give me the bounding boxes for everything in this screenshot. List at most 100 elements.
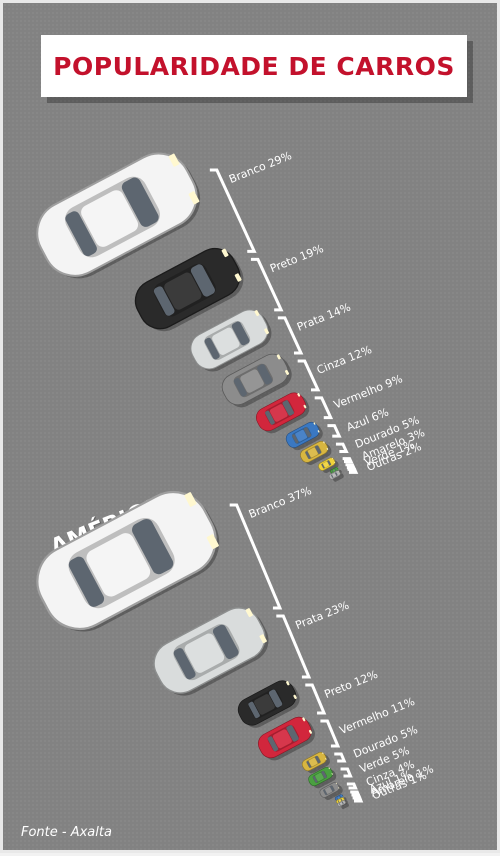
car-headlight bbox=[337, 469, 339, 470]
bar-label-0-prata: Prata 14% bbox=[295, 301, 352, 334]
page-title: POPULARIDADE DE CARROS bbox=[53, 51, 455, 81]
car-headlight bbox=[328, 767, 330, 770]
car-roof bbox=[338, 799, 342, 803]
car-roof bbox=[184, 633, 225, 673]
car-headlight bbox=[338, 470, 339, 472]
car-windshield bbox=[286, 725, 299, 742]
car-roof bbox=[254, 694, 275, 715]
car-rear-window bbox=[233, 378, 247, 397]
bracket-0-azul bbox=[327, 424, 342, 438]
bracket-1-prata bbox=[276, 614, 312, 679]
car-headlight bbox=[254, 310, 260, 317]
car-roof bbox=[308, 757, 318, 767]
car-headlight bbox=[331, 773, 333, 775]
car-headlight bbox=[264, 328, 270, 335]
car-headlight bbox=[334, 461, 336, 463]
car-headlight bbox=[317, 430, 320, 433]
car-headlight bbox=[184, 492, 197, 507]
car-windshield bbox=[282, 400, 294, 416]
car-1-outras bbox=[337, 800, 350, 810]
title-box: POPULARIDADE DE CARROS bbox=[41, 35, 467, 97]
car-1-prata bbox=[153, 607, 269, 696]
bracket-1-vermelho bbox=[320, 719, 341, 748]
car-0-amarelo bbox=[318, 457, 339, 474]
car-0-preto bbox=[134, 247, 244, 332]
car-headlight bbox=[342, 797, 344, 799]
bracket-1-outras bbox=[352, 796, 364, 803]
bracket-0-outras bbox=[347, 467, 359, 474]
car-windshield bbox=[341, 801, 344, 805]
car-headlight bbox=[325, 758, 327, 760]
car-windshield bbox=[121, 177, 159, 227]
car-0-prata bbox=[190, 309, 272, 372]
car-headlight bbox=[332, 457, 334, 460]
car-rear-window bbox=[331, 470, 334, 473]
car-roof bbox=[325, 787, 333, 794]
bracket-0-verde bbox=[345, 463, 357, 470]
car-roof bbox=[164, 272, 202, 310]
car-1-vermelho bbox=[257, 716, 315, 761]
car-headlight bbox=[338, 787, 340, 789]
car-headlight bbox=[342, 796, 343, 797]
car-roof bbox=[332, 473, 337, 478]
car-rear-window bbox=[306, 760, 312, 768]
car-0-azul bbox=[285, 421, 323, 451]
car-rear-window bbox=[248, 701, 260, 719]
car-roof bbox=[212, 327, 240, 355]
car-rear-window bbox=[339, 803, 341, 806]
car-headlight bbox=[234, 273, 242, 282]
car-rear-window bbox=[65, 211, 97, 257]
car-headlight bbox=[303, 404, 307, 409]
bar-label-0-vermelho: Vermelho 9% bbox=[332, 372, 405, 411]
car-rear-window bbox=[323, 789, 328, 796]
car-windshield bbox=[268, 689, 283, 708]
bracket-0-dourado bbox=[335, 442, 349, 454]
car-rear-window bbox=[267, 736, 279, 752]
bracket-1-dourado bbox=[334, 752, 347, 763]
bracket-0-vermelho bbox=[314, 396, 334, 420]
car-windshield bbox=[314, 445, 322, 454]
car-0-vermelho bbox=[256, 392, 310, 434]
car-windshield bbox=[321, 770, 327, 779]
car-rear-window bbox=[312, 775, 318, 783]
car-headlight bbox=[284, 369, 290, 375]
car-headlight bbox=[335, 782, 337, 785]
car-roof bbox=[240, 369, 264, 393]
car-rear-window bbox=[68, 556, 105, 607]
source-note: Fonte - Axalta bbox=[21, 825, 112, 840]
car-headlight bbox=[188, 191, 200, 205]
car-roof bbox=[323, 461, 329, 468]
car-windshield bbox=[212, 624, 239, 660]
car-1-verde bbox=[308, 766, 337, 789]
car-windshield bbox=[327, 460, 332, 466]
car-headlight bbox=[297, 393, 301, 397]
car-headlight bbox=[323, 441, 325, 444]
car-windshield bbox=[334, 472, 338, 476]
car-rear-window bbox=[331, 474, 334, 478]
car-windshield bbox=[330, 785, 335, 792]
car-headlight bbox=[259, 634, 267, 644]
car-windshield bbox=[334, 468, 337, 471]
bar-label-1-preto: Preto 12% bbox=[323, 668, 380, 701]
car-roof bbox=[307, 447, 318, 458]
bracket-0-amarelo bbox=[342, 457, 354, 464]
car-popularity-chart: Branco 29%Preto 19%Prata 14%Cinza 12%Ver… bbox=[36, 149, 436, 810]
car-rear-window bbox=[305, 451, 311, 459]
car-windshield bbox=[132, 518, 174, 575]
car-headlight bbox=[302, 717, 306, 722]
bracket-1-verde bbox=[340, 767, 353, 778]
car-windshield bbox=[340, 798, 343, 802]
car-headlight bbox=[276, 354, 281, 360]
car-headlight bbox=[326, 447, 329, 450]
car-0-branco bbox=[36, 152, 201, 279]
bar-label-1-prata: Prata 23% bbox=[294, 599, 351, 632]
car-roof bbox=[295, 429, 308, 442]
bracket-1-cinza bbox=[346, 782, 358, 790]
car-rear-window bbox=[291, 434, 299, 444]
car-windshield bbox=[190, 264, 215, 297]
bracket-0-branco bbox=[209, 168, 257, 253]
car-headlight bbox=[336, 467, 338, 468]
car-rear-window bbox=[265, 410, 275, 425]
car-rear-window bbox=[337, 800, 340, 803]
car-headlight bbox=[344, 800, 345, 802]
